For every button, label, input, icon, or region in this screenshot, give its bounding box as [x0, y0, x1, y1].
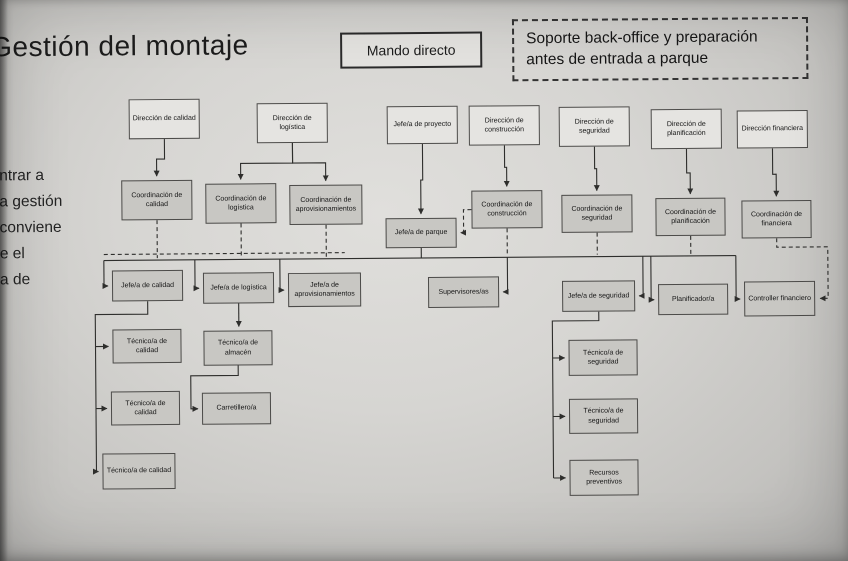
org-node-jefe-aprov: Jefe/a de aprovisionamientos: [287, 272, 362, 308]
org-node-jefe-parque: Jefe/a de parque: [385, 217, 457, 249]
connector: [771, 148, 780, 197]
org-node-dir-seguridad: Dirección de seguridad: [558, 106, 630, 147]
connector: [460, 209, 472, 236]
connector: [502, 257, 509, 295]
org-node-coord-calidad: Coordinación de calidad: [121, 179, 193, 221]
org-node-dir-logistica: Dirección de logística: [256, 102, 328, 144]
connector: [551, 311, 600, 478]
connector: [278, 259, 285, 294]
connector: [237, 143, 294, 180]
org-node-jefe-proyecto: Jefe/a de proyecto: [386, 105, 458, 145]
org-node-tec-seguridad-1: Técnico/a de seguridad: [568, 339, 638, 376]
connector: [102, 260, 109, 290]
org-node-tec-calidad-2: Técnico/a de calidad: [110, 390, 181, 426]
org-node-tec-almacen: Técnico/a de almacén: [203, 330, 273, 366]
org-node-dir-construccion: Dirección de construcción: [468, 105, 540, 146]
org-node-tec-calidad-3: Técnico/a de calidad: [102, 452, 176, 490]
connector: [103, 252, 345, 256]
org-node-coord-aprov: Coordinación de aprovisionamientos: [289, 184, 363, 226]
org-node-planificador: Planificador/a: [658, 283, 729, 316]
org-node-supervisores: Supervisores/as: [427, 276, 500, 308]
org-node-coord-seguridad: Coordinación de seguridad: [561, 194, 633, 233]
connector: [593, 146, 600, 192]
connector: [153, 139, 166, 177]
org-node-tec-seguridad-2: Técnico/a de seguridad: [568, 398, 639, 434]
org-node-jefe-logistica: Jefe/a de logística: [202, 272, 275, 304]
connector: [648, 256, 655, 303]
org-node-tec-calidad-1: Técnico/a de calidad: [112, 328, 182, 364]
org-node-recursos-preventivos: Recursos preventivos: [569, 459, 639, 496]
connector: [417, 144, 424, 215]
org-node-dir-planificacion: Dirección de planificación: [650, 108, 722, 150]
org-node-dir-calidad: Dirección de calidad: [128, 98, 200, 140]
org-node-dir-financiera: Dirección financiera: [736, 109, 808, 149]
connector: [638, 256, 645, 299]
org-node-jefe-calidad: Jefe/a de calidad: [111, 269, 184, 302]
connector: [103, 255, 736, 262]
connector: [291, 143, 329, 182]
org-node-jefe-seguridad: Jefe/a de seguridad: [562, 280, 636, 312]
connector: [734, 255, 741, 303]
org-node-controller: Controller financiero: [744, 280, 816, 317]
connector: [94, 301, 149, 472]
org-node-coord-logistica: Coordinación de logística: [205, 183, 277, 224]
connector: [503, 145, 510, 187]
org-node-coord-construccion: Coordinación de construcción: [471, 190, 543, 229]
org-node-coord-planificacion: Coordinación de planificación: [655, 197, 726, 237]
connector: [193, 259, 200, 292]
connector: [685, 148, 694, 195]
org-node-carretillero: Carretillero/a: [201, 392, 272, 425]
org-node-coord-financiera: Coordinación de financiera: [741, 199, 812, 239]
